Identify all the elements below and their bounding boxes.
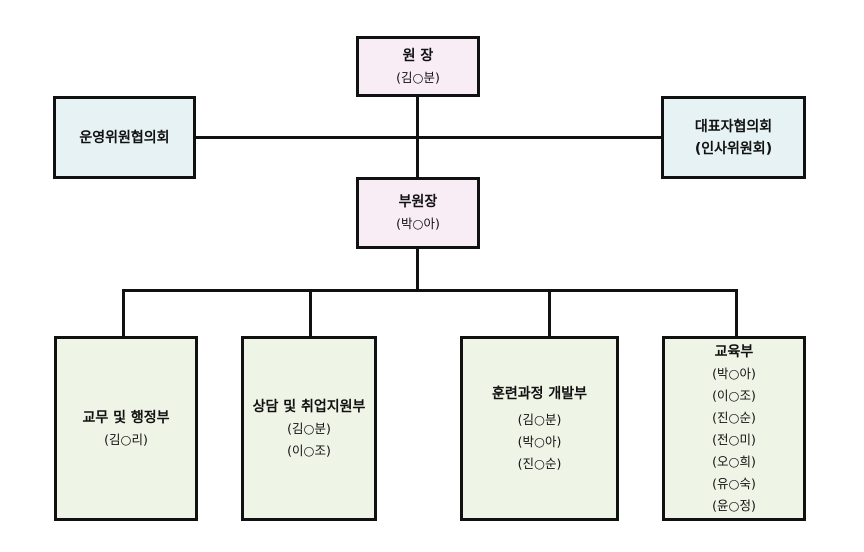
department-member: (유○숙) (712, 475, 756, 491)
director-name: (김○분) (396, 69, 440, 85)
department-box-curriculum-development: 훈련과정 개발부 (김○분) (박○아) (진○순) (460, 336, 619, 521)
department-box-academic-admin: 교무 및 행정부 (김○리) (54, 336, 198, 521)
vice-director-box: 부원장 (박○아) (356, 177, 480, 249)
department-member: (윤○정) (712, 497, 756, 513)
department-member: (김○리) (104, 431, 148, 447)
department-member: (김○분) (517, 411, 562, 427)
department-title: 교육부 (714, 343, 754, 360)
department-member: (진○순) (712, 409, 756, 425)
left-committee-box: 운영위원협의회 (53, 96, 196, 179)
right-committee-title: 대표자협의회 (694, 118, 773, 135)
department-title: 훈련과정 개발부 (491, 385, 588, 402)
department-member: (김○분) (287, 420, 331, 436)
connector-committees-horizontal (194, 136, 663, 139)
department-member: (이○조) (712, 387, 756, 403)
left-committee-title: 운영위원협의회 (79, 129, 170, 146)
connector-vice-vertical (416, 247, 419, 291)
department-title: 상담 및 취업지원부 (252, 398, 366, 415)
connector-departments-horizontal (122, 289, 738, 292)
department-member: (박○아) (517, 433, 562, 449)
department-title: 교무 및 행정부 (82, 409, 170, 426)
right-committee-subtitle: (인사위원회) (694, 140, 773, 157)
department-member: (전○미) (712, 431, 756, 447)
connector-dept-3 (548, 289, 551, 337)
department-member: (이○조) (287, 442, 331, 458)
vice-director-name: (박○아) (396, 216, 440, 231)
connector-dept-2 (309, 289, 312, 337)
right-committee-box: 대표자협의회 (인사위원회) (661, 96, 806, 179)
vice-director-title: 부원장 (398, 194, 438, 210)
director-title: 원 장 (402, 47, 434, 64)
department-member: (박○아) (712, 365, 756, 381)
department-member: (진○순) (517, 455, 562, 471)
director-box: 원 장 (김○분) (356, 36, 480, 97)
department-box-education: 교육부 (박○아) (이○조) (진○순) (전○미) (오○희) (유○숙) … (662, 336, 806, 521)
connector-dept-4 (735, 289, 738, 337)
department-box-counseling-employment: 상담 및 취업지원부 (김○분) (이○조) (241, 336, 377, 521)
connector-dept-1 (122, 289, 125, 337)
department-member: (오○희) (712, 453, 756, 469)
